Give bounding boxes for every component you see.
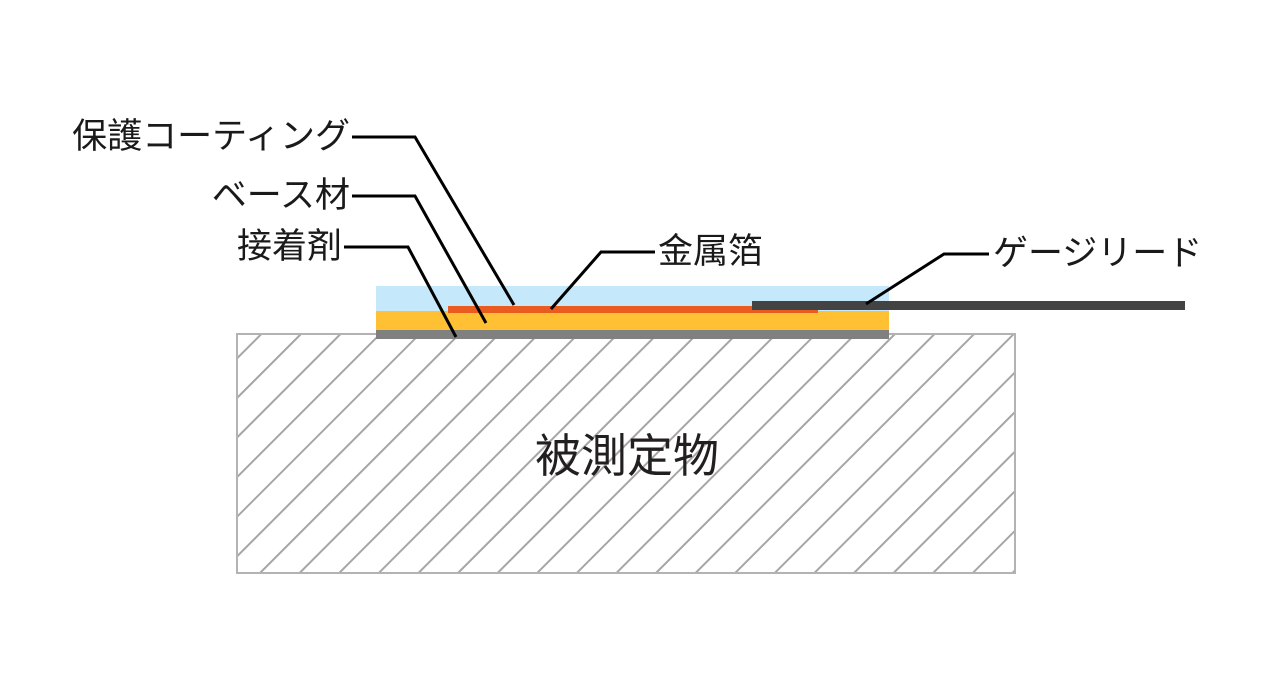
label-gauge-lead: ゲージリード	[993, 234, 1202, 273]
label-adhesive: 接着剤	[237, 227, 342, 266]
label-base-material: ベース材	[212, 176, 350, 215]
base-material-layer	[376, 311, 889, 330]
leader-line-protective-coating	[352, 135, 516, 306]
gauge-lead-wire	[752, 301, 1185, 310]
leader-line-base-material	[352, 194, 488, 324]
adhesive-layer	[376, 330, 889, 339]
metal-foil-layer	[448, 306, 818, 313]
leader-line-gauge-lead	[865, 252, 989, 306]
label-metal-foil: 金属箔	[658, 232, 763, 271]
specimen-fill	[237, 334, 1015, 573]
label-protective-coating: 保護コーティング	[72, 117, 350, 156]
specimen-block	[236, 333, 1016, 574]
leader-line-metal-foil	[549, 250, 655, 310]
leader-line-adhesive	[344, 245, 458, 338]
label-specimen: 被測定物	[535, 430, 719, 482]
